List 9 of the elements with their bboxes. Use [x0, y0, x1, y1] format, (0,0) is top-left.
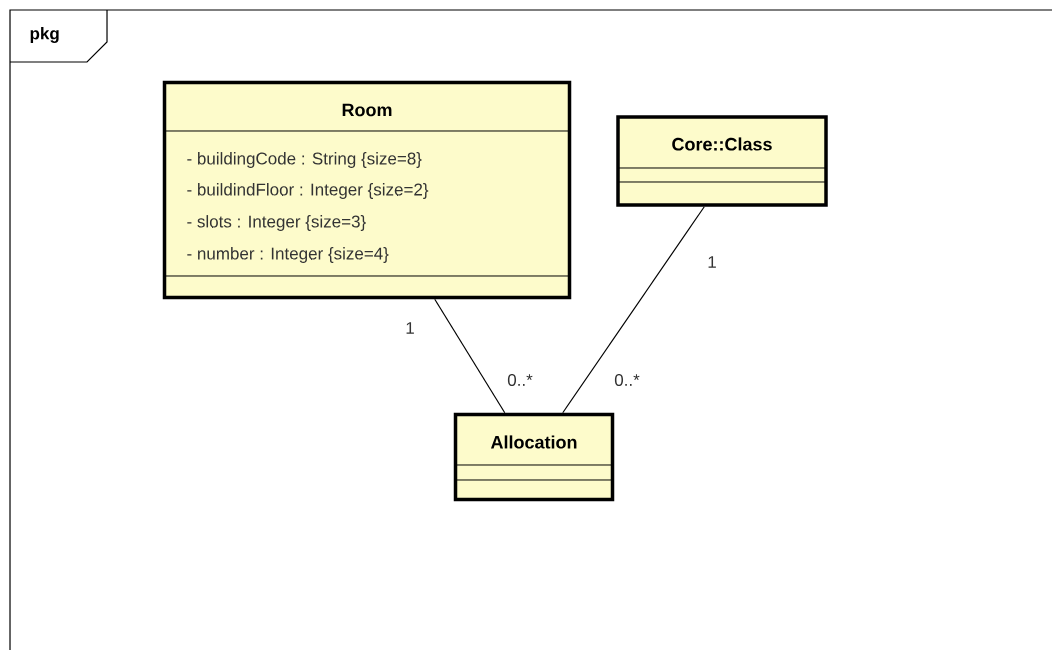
multiplicity-label: 1	[406, 322, 414, 334]
class-box: Core::Class	[616, 115, 828, 207]
class-box: Allocation	[453, 412, 615, 502]
association-line	[562, 206, 705, 414]
multiplicity-label: 1	[708, 256, 716, 268]
association-line	[434, 298, 506, 414]
class-box: Room - buildingCode : String {size=8} - buildindFloor : Integer {size=2} - slots : Integer {size=3} - number : Integer {size=4}	[162, 80, 572, 300]
multiplicity-label: 0..*	[507, 373, 533, 386]
multiplicity-label: 0..*	[614, 373, 640, 386]
